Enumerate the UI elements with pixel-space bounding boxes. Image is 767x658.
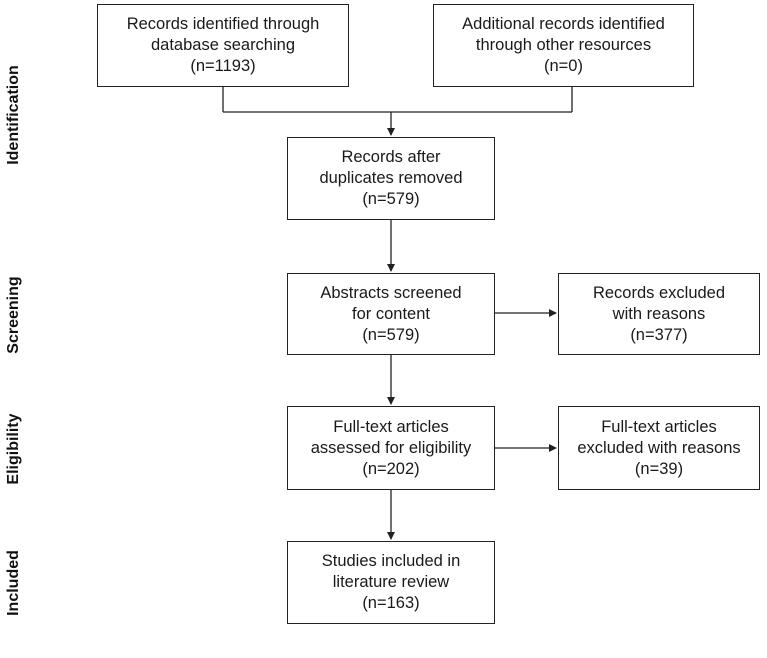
box-additional-records: Additional records identified through ot…	[433, 4, 694, 87]
box-abstracts-screened-text: Abstracts screened for content (n=579)	[320, 283, 462, 344]
box-after-duplicates: Records after duplicates removed (n=579)	[287, 137, 495, 220]
box-records-identified: Records identified through database sear…	[97, 4, 349, 87]
box-fulltext-excluded-text: Full-text articles excluded with reasons…	[577, 417, 741, 478]
phase-label-included: Included	[5, 550, 22, 616]
box-studies-included-text: Studies included in literature review (n…	[321, 552, 461, 612]
box-records-excluded: Records excluded with reasons (n=377)	[558, 273, 760, 355]
flow-connectors	[222, 87, 573, 540]
box-fulltext-assessed: Full-text articles assessed for eligibil…	[287, 406, 495, 490]
box-after-duplicates-text: Records after duplicates removed (n=579)	[319, 148, 463, 208]
box-fulltext-assessed-text: Full-text articles assessed for eligibil…	[310, 417, 472, 478]
box-records-excluded-text: Records excluded with reasons (n=377)	[592, 283, 726, 344]
box-fulltext-excluded: Full-text articles excluded with reasons…	[558, 406, 760, 490]
box-additional-records-text: Additional records identified through ot…	[462, 15, 665, 75]
box-records-identified-text: Records identified through database sear…	[126, 15, 320, 75]
phase-label-screening: Screening	[5, 276, 22, 354]
phase-label-eligibility: Eligibility	[5, 413, 22, 485]
phase-label-identification: Identification	[5, 65, 22, 165]
box-studies-included: Studies included in literature review (n…	[287, 541, 495, 624]
box-abstracts-screened: Abstracts screened for content (n=579)	[287, 273, 495, 355]
